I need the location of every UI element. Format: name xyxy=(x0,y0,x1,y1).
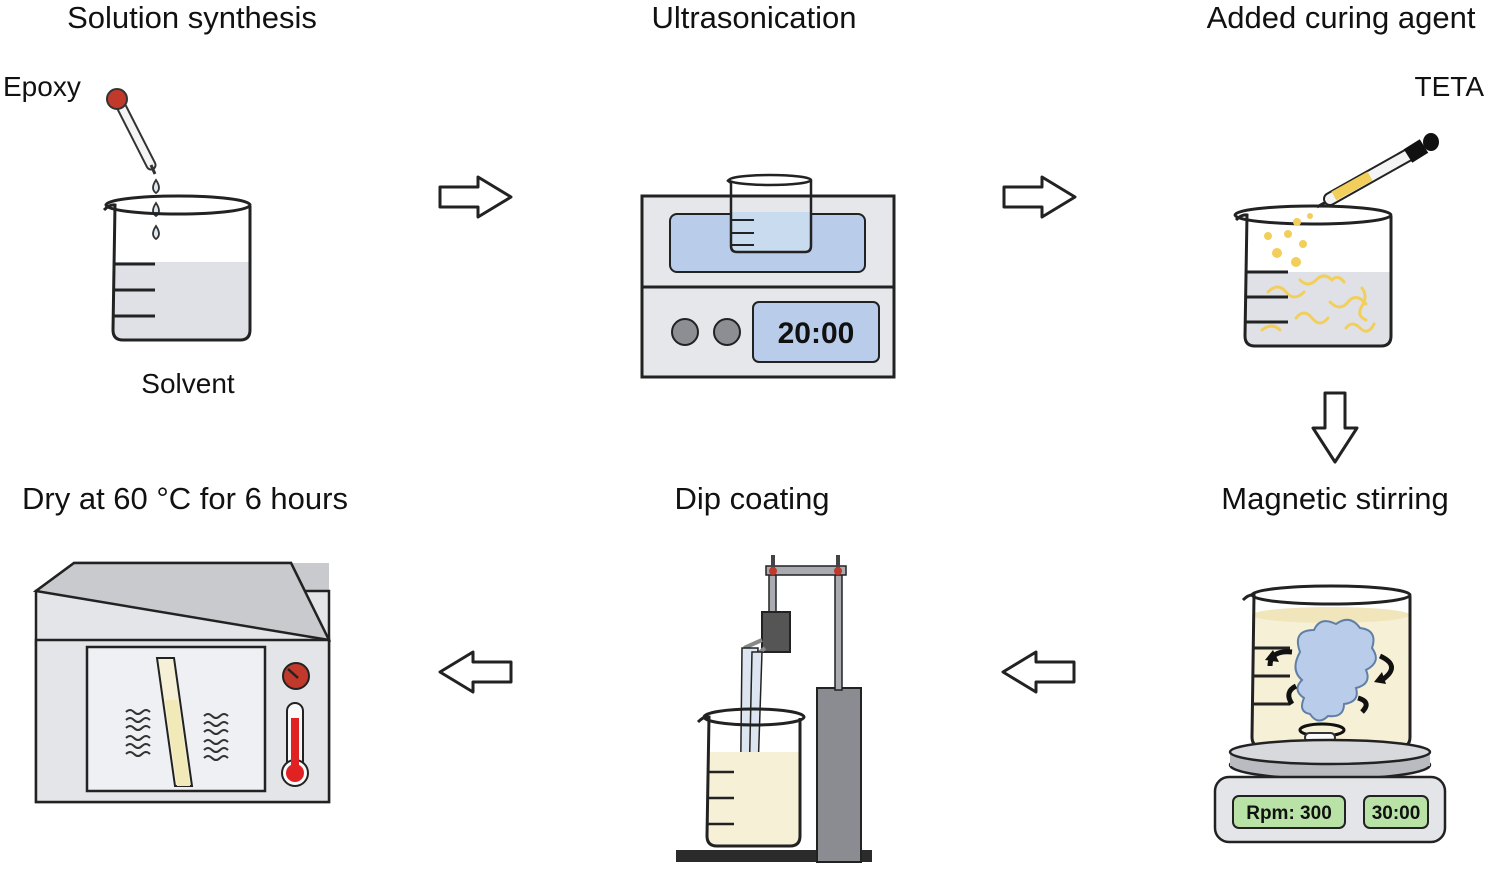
step-solution-synthesis: Solution synthesis Epoxy Solvent xyxy=(3,0,317,399)
step-dry: Dry at 60 °C for 6 hours xyxy=(22,481,348,804)
stirrer-timer-display: 30:00 xyxy=(1372,803,1421,824)
solvent-beaker-icon xyxy=(102,194,252,342)
step-title-added-curing-agent: Added curing agent xyxy=(1207,0,1476,35)
step-dip-coating: Dip coating xyxy=(674,481,872,863)
dip-beaker-icon xyxy=(696,707,806,848)
magnetic-stirrer-icon xyxy=(1213,738,1447,844)
step-title-magnetic-stirring: Magnetic stirring xyxy=(1221,481,1448,516)
step-title-solution-synthesis: Solution synthesis xyxy=(67,0,317,35)
arrow-left-icon xyxy=(1001,650,1076,694)
epoxy-dropper-icon xyxy=(106,88,157,175)
oven-knob-icon xyxy=(282,662,310,690)
thermometer-icon xyxy=(281,702,309,787)
arrow-right-icon xyxy=(438,175,513,219)
ultrasonication-timer: 20:00 xyxy=(778,317,855,350)
teta-dropper-icon xyxy=(1316,133,1439,209)
step-added-curing-agent: Added curing agent TETA xyxy=(1207,0,1485,348)
step-title-ultrasonication: Ultrasonication xyxy=(651,0,856,35)
arrow-down-icon xyxy=(1311,391,1359,464)
step-title-dry: Dry at 60 °C for 6 hours xyxy=(22,481,348,516)
curing-beaker-icon xyxy=(1233,204,1393,348)
arrow-left-icon xyxy=(438,650,513,694)
dip-coater-icon xyxy=(676,555,872,863)
epoxy-drops-icon xyxy=(152,178,160,241)
solvent-label: Solvent xyxy=(141,368,235,399)
step-ultrasonication: Ultrasonication 20:00 xyxy=(640,0,896,379)
oven-icon xyxy=(32,561,332,804)
ultrasonic-bath-icon xyxy=(640,173,896,379)
arrow-right-icon xyxy=(1002,175,1077,219)
stirrer-rpm-display: Rpm: 300 xyxy=(1246,803,1332,824)
teta-label: TETA xyxy=(1415,71,1485,102)
step-title-dip-coating: Dip coating xyxy=(674,481,829,516)
epoxy-label: Epoxy xyxy=(3,71,81,102)
step-magnetic-stirring: Magnetic stirring xyxy=(1213,481,1449,844)
